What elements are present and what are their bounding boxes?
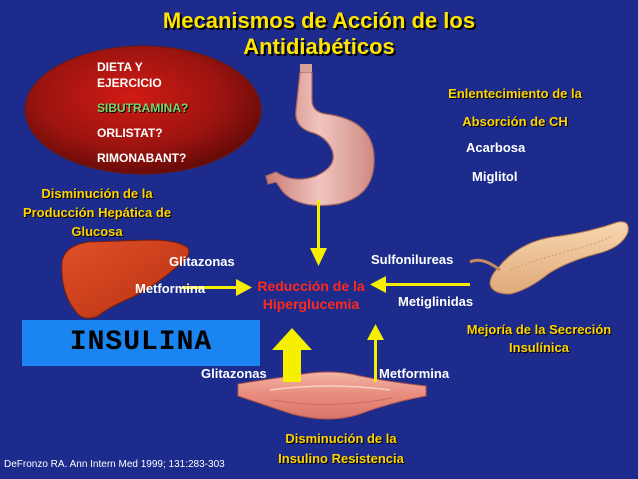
- arrow-from-stomach: [310, 200, 327, 266]
- label-glitazonas-muscle: Glitazonas: [201, 366, 267, 381]
- label-reduccion-line1: Reducción de la: [257, 278, 365, 294]
- label-hepatica-line2: Producción Hepática de: [22, 205, 172, 220]
- arrow-from-liver: [182, 279, 252, 296]
- label-absorcion-line2: Absorción de CH: [462, 114, 568, 129]
- label-secrecion-line2: Insulínica: [509, 340, 569, 355]
- diet-oval: [24, 45, 262, 175]
- arrow-thin-from-muscle: [367, 324, 384, 382]
- label-hepatica-line1: Disminución de la: [41, 186, 153, 201]
- insulina-label: INSULINA: [69, 327, 213, 358]
- label-sulfonilureas: Sulfonilureas: [371, 252, 454, 267]
- label-reduccion-line2: Hiperglucemia: [262, 296, 360, 312]
- arrow-from-pancreas: [370, 276, 470, 293]
- label-metformina-muscle: Metformina: [379, 366, 450, 381]
- label-resistencia-line2: Insulino Resistencia: [278, 451, 404, 466]
- pancreas-illustration: [469, 221, 629, 295]
- label-secrecion-line1: Mejoría de la Secreción: [466, 322, 612, 337]
- label-miglitol: Miglitol: [472, 169, 518, 184]
- oval-item-sibutramina: SIBUTRAMINA?: [97, 101, 189, 115]
- arrow-thick-from-muscle: [272, 328, 312, 382]
- stomach-illustration: [265, 64, 375, 207]
- oval-item-rimonabant: RIMONABANT?: [97, 151, 187, 165]
- oval-item-diet: DIETA Y: [97, 60, 143, 74]
- slide-title-line1: Mecanismos de Acción de los: [162, 8, 476, 33]
- citation: DeFronzo RA. Ann Intern Med 1999; 131:28…: [4, 459, 225, 470]
- label-glitazonas-liver: Glitazonas: [169, 254, 235, 269]
- muscle-illustration: [237, 371, 427, 420]
- oval-item-exercise: EJERCICIO: [97, 76, 162, 90]
- label-absorcion-line1: Enlentecimiento de la: [448, 86, 582, 101]
- label-metformina-liver: Metformina: [135, 281, 206, 296]
- insulina-box: INSULINA: [22, 320, 260, 366]
- label-hepatica-line3: Glucosa: [71, 224, 123, 239]
- label-acarbosa: Acarbosa: [466, 140, 526, 155]
- label-resistencia-line1: Disminución de la: [285, 431, 397, 446]
- oval-item-orlistat: ORLISTAT?: [97, 126, 163, 140]
- liver-illustration: [61, 239, 190, 319]
- slide-title-line2: Antidiabéticos: [243, 34, 395, 59]
- label-metiglinidas: Metiglinidas: [398, 294, 474, 309]
